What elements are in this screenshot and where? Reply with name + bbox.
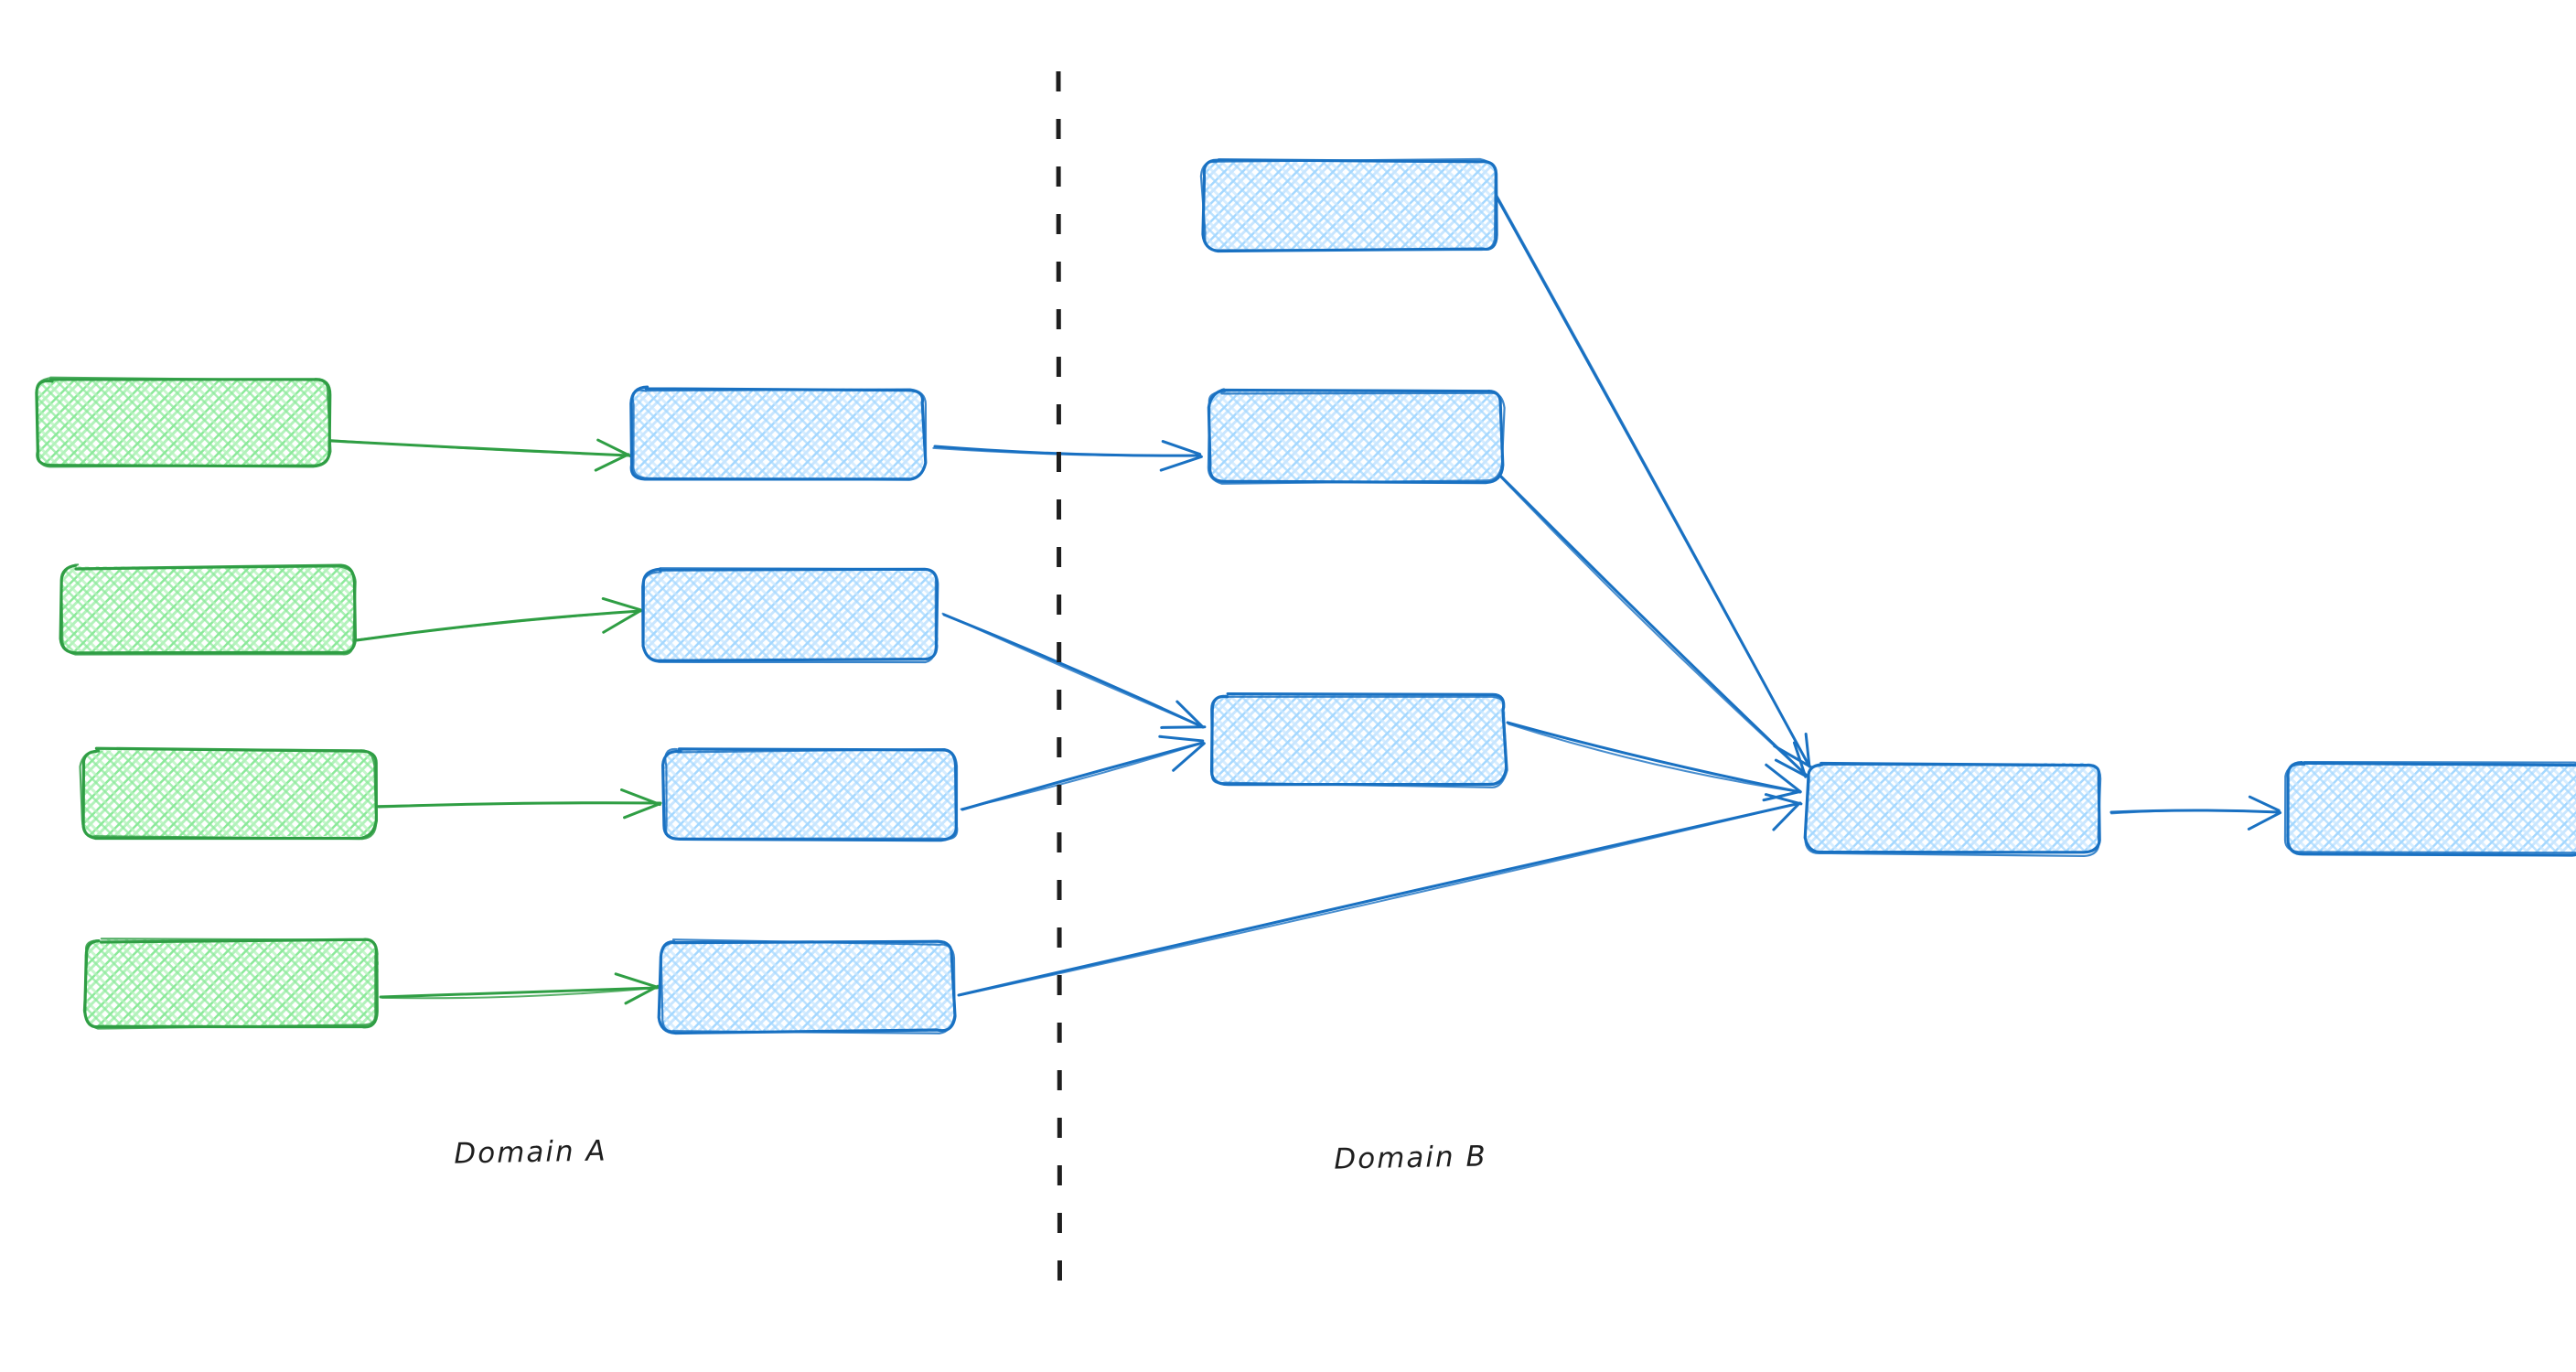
node-b2[interactable] [1207, 388, 1506, 485]
edge-a3-to-m3 [377, 788, 662, 820]
domain-a-label: Domain A [453, 1134, 608, 1171]
node-m1[interactable] [629, 385, 928, 481]
edge-m1-to-b2 [932, 440, 1203, 472]
node-m4[interactable] [657, 938, 957, 1035]
edge-b2-to-hub [1498, 474, 1809, 778]
node-a4[interactable] [82, 938, 380, 1030]
node-m3[interactable] [661, 747, 959, 842]
domain-b-label: Domain B [1333, 1140, 1488, 1176]
node-a3[interactable] [79, 746, 379, 841]
edge-hub-to-out [2109, 795, 2282, 831]
edge-a2-to-m2 [355, 596, 643, 642]
domain-divider [1056, 70, 1062, 1292]
edge-m2-to-b3 [941, 612, 1207, 729]
edge-layer [329, 188, 2282, 1005]
node-hub[interactable] [1803, 761, 2102, 858]
node-a1[interactable] [35, 376, 332, 468]
edge-a1-to-m1 [329, 438, 633, 472]
node-m2[interactable] [641, 567, 939, 664]
divider-layer [1056, 70, 1062, 1292]
node-b3[interactable] [1209, 691, 1508, 788]
node-b1[interactable] [1199, 157, 1498, 253]
node-a2[interactable] [59, 563, 358, 656]
edge-m3-to-b3 [960, 734, 1206, 811]
node-out[interactable] [2283, 760, 2576, 857]
edge-b3-to-hub [1506, 721, 1802, 802]
edge-a4-to-m4 [379, 972, 660, 1005]
node-layer [35, 157, 2576, 1035]
edge-b1-to-hub [1491, 188, 1813, 769]
edge-m4-to-hub [957, 793, 1803, 997]
